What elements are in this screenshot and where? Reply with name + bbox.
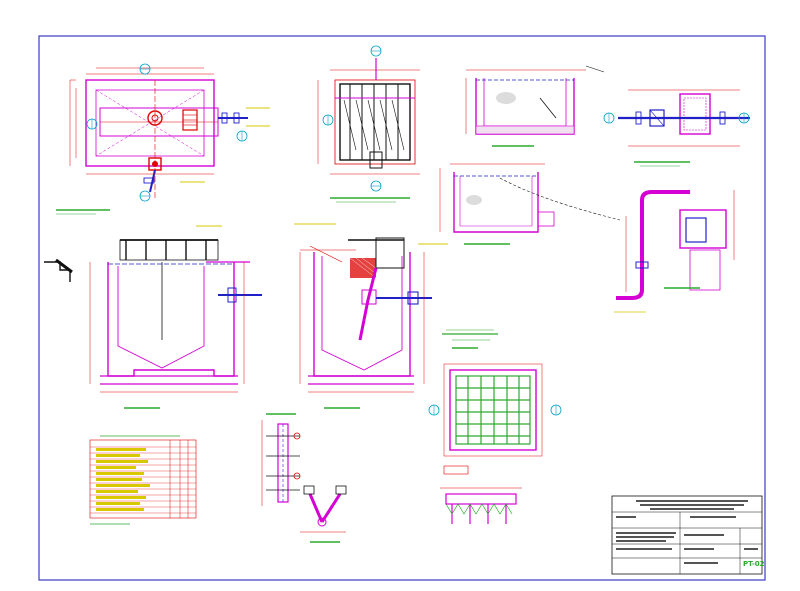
detail-view-g <box>261 413 301 506</box>
section-view-f <box>440 465 522 524</box>
section-view-i <box>442 329 498 335</box>
section-view-a <box>465 65 605 147</box>
section-marker-icon <box>550 404 562 416</box>
section-view-e <box>294 223 448 409</box>
sheet-border <box>38 35 766 581</box>
pipe-flange-icon <box>218 287 262 303</box>
drawing-code: PT-02 <box>743 560 765 568</box>
section-marker-icon <box>236 130 248 142</box>
section-view-b <box>439 163 621 245</box>
plan-view-3 <box>603 89 750 167</box>
legend-table <box>89 435 197 525</box>
title-block: PT-02 <box>611 495 765 575</box>
section-marker-icon <box>738 112 750 124</box>
section-marker-icon <box>86 118 98 130</box>
section-marker-icon <box>370 45 382 57</box>
section-marker-icon <box>428 404 440 416</box>
section-marker-icon <box>322 114 334 126</box>
grid-plan-view <box>428 339 562 457</box>
section-marker-icon <box>139 190 151 202</box>
section-marker-icon <box>603 112 615 124</box>
pipe-flange-icon <box>635 261 649 269</box>
detail-view-h <box>300 485 347 543</box>
section-marker-icon <box>370 180 382 192</box>
plan-view-1 <box>56 63 270 215</box>
section-view-d <box>44 225 262 409</box>
valve-icon <box>407 291 419 305</box>
valve-icon <box>649 109 665 127</box>
plan-view-2 <box>317 45 420 203</box>
section-view-c <box>614 190 735 313</box>
section-marker-icon <box>139 63 151 75</box>
